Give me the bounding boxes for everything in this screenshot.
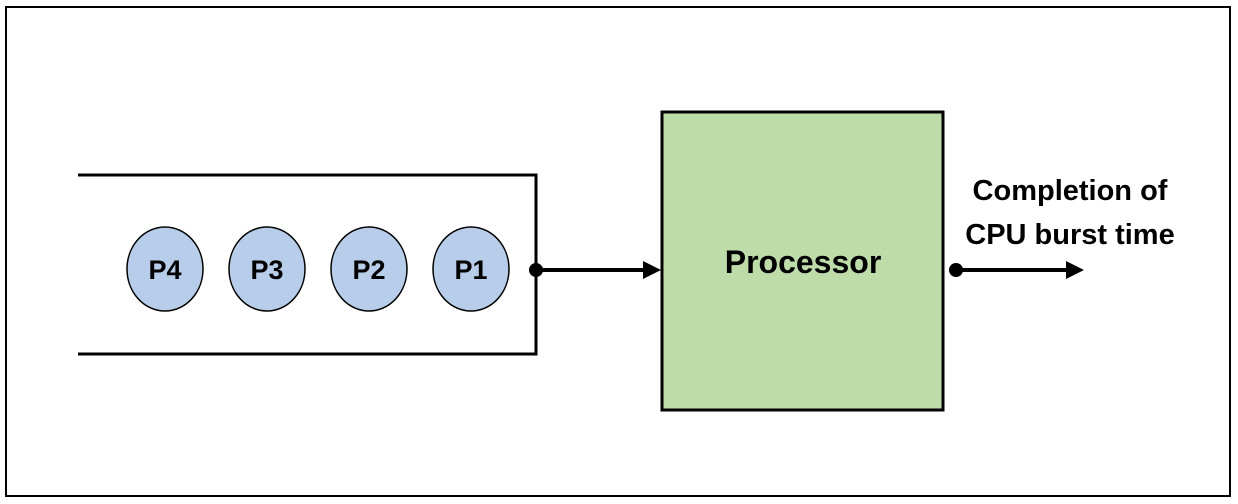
diagram-frame xyxy=(5,6,1231,497)
process-p1-label: P1 xyxy=(454,255,487,285)
processor-label: Processor xyxy=(725,244,882,280)
process-p4-circle xyxy=(126,226,204,312)
completion-label-line2: CPU burst time xyxy=(965,219,1174,251)
process-p2-label: P2 xyxy=(352,255,385,285)
processor-to-completion-arrow xyxy=(949,261,1084,279)
process-p3-circle xyxy=(228,226,306,312)
process-p3-label: P3 xyxy=(250,255,283,285)
completion-label-line1: Completion of xyxy=(973,175,1168,207)
process-p1-circle xyxy=(432,226,510,312)
queue-to-processor-arrow xyxy=(529,261,661,279)
arrow-head xyxy=(643,261,661,279)
processor-box xyxy=(660,110,945,412)
process-p4: P4 xyxy=(126,226,204,312)
processor: Processor xyxy=(660,110,945,412)
process-p2: P2 xyxy=(330,226,408,312)
process-p3: P3 xyxy=(228,226,306,312)
process-p4-label: P4 xyxy=(148,255,181,285)
process-p1: P1 xyxy=(432,226,510,312)
output-arrow-head xyxy=(1066,261,1084,279)
process-p2-circle xyxy=(330,226,408,312)
